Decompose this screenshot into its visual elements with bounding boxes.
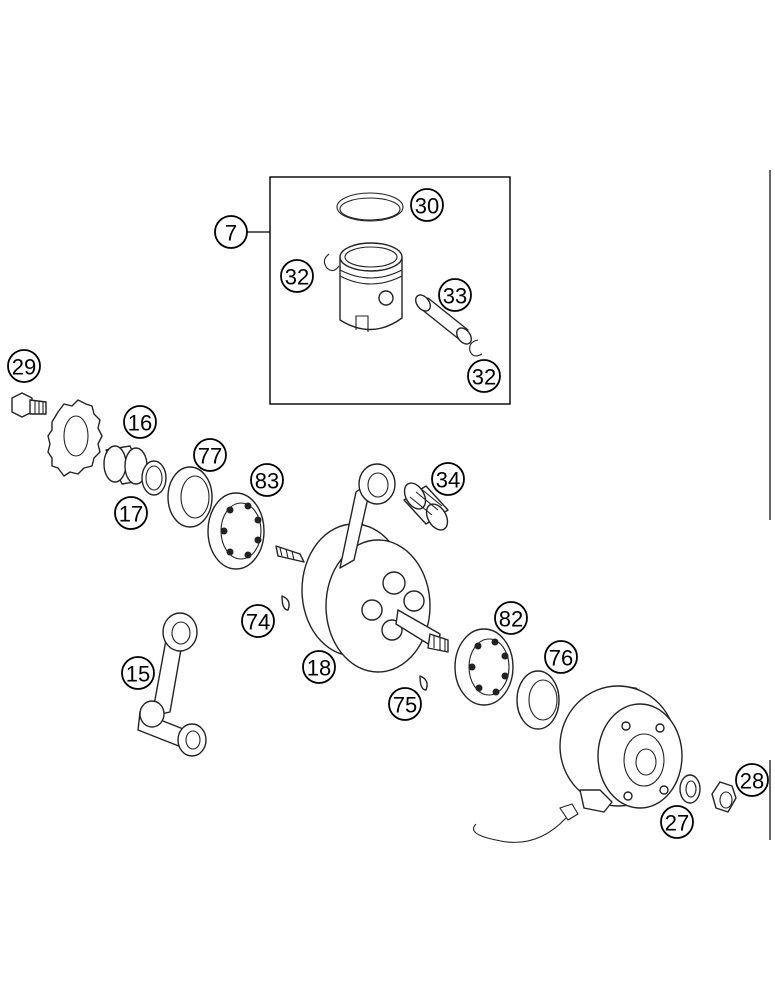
shaft-seal-77-part	[167, 466, 213, 528]
callout-label: 33	[443, 284, 467, 309]
callout-label: 30	[415, 194, 439, 219]
connecting-rod-part	[137, 612, 207, 757]
piston-part	[339, 242, 403, 332]
callout-label: 75	[393, 693, 417, 718]
ball-bearing-83-part	[207, 492, 265, 570]
ball-bearing-82-part	[454, 628, 514, 706]
callout-16: 16	[123, 405, 157, 439]
woodruff-key-74-part	[281, 595, 290, 611]
wrist-pin-part	[415, 294, 472, 345]
callout-label: 15	[126, 662, 150, 687]
callout-label: 32	[472, 365, 496, 390]
callout-18: 18	[302, 650, 336, 684]
piston-kit-box	[269, 176, 511, 405]
callout-7: 7	[214, 215, 248, 249]
flywheel-part	[472, 685, 683, 843]
callout-label: 16	[128, 411, 152, 436]
callout-label: 28	[740, 769, 764, 794]
callout-label: 74	[246, 610, 270, 635]
gear-part	[47, 399, 103, 477]
callout-label: 18	[307, 656, 331, 681]
circlip-right-part	[469, 339, 483, 357]
callout-83: 83	[250, 463, 284, 497]
callout-17: 17	[114, 496, 148, 530]
needle-bearing-part	[403, 482, 449, 531]
callout-label: 34	[436, 468, 460, 493]
washer-27-part	[679, 774, 701, 804]
callout-15: 15	[121, 656, 155, 690]
callout-32-left: 32	[280, 259, 314, 293]
callout-label: 82	[499, 607, 523, 632]
bolt-part	[11, 392, 47, 418]
crankshaft-part	[275, 463, 449, 673]
callout-34: 34	[431, 462, 465, 496]
nut-part	[711, 781, 737, 813]
callout-74: 74	[241, 604, 275, 638]
callout-33: 33	[438, 278, 472, 312]
callout-29: 29	[7, 349, 41, 383]
callout-label: 27	[665, 811, 689, 836]
callout-28: 28	[735, 763, 769, 797]
callout-77: 77	[193, 438, 227, 472]
piston-ring-part	[336, 192, 404, 222]
callout-label: 17	[119, 502, 143, 527]
callout-30: 30	[410, 188, 444, 222]
callout-76: 76	[544, 640, 578, 674]
callout-75: 75	[388, 687, 422, 721]
callout-label: 83	[255, 469, 279, 494]
callout-82: 82	[494, 601, 528, 635]
callout-label: 7	[225, 221, 237, 246]
callout-32-right: 32	[467, 359, 501, 393]
callout-label: 77	[198, 444, 222, 469]
washer-17-part	[141, 460, 167, 496]
bushing-part	[103, 445, 148, 485]
callout-label: 32	[285, 265, 309, 290]
circlip-left-part	[323, 253, 340, 272]
woodruff-key-75-part	[419, 675, 428, 691]
shaft-seal-76-part	[516, 670, 560, 730]
callout-label: 29	[12, 355, 36, 380]
callout-label: 76	[549, 646, 573, 671]
callout-27: 27	[660, 805, 694, 839]
